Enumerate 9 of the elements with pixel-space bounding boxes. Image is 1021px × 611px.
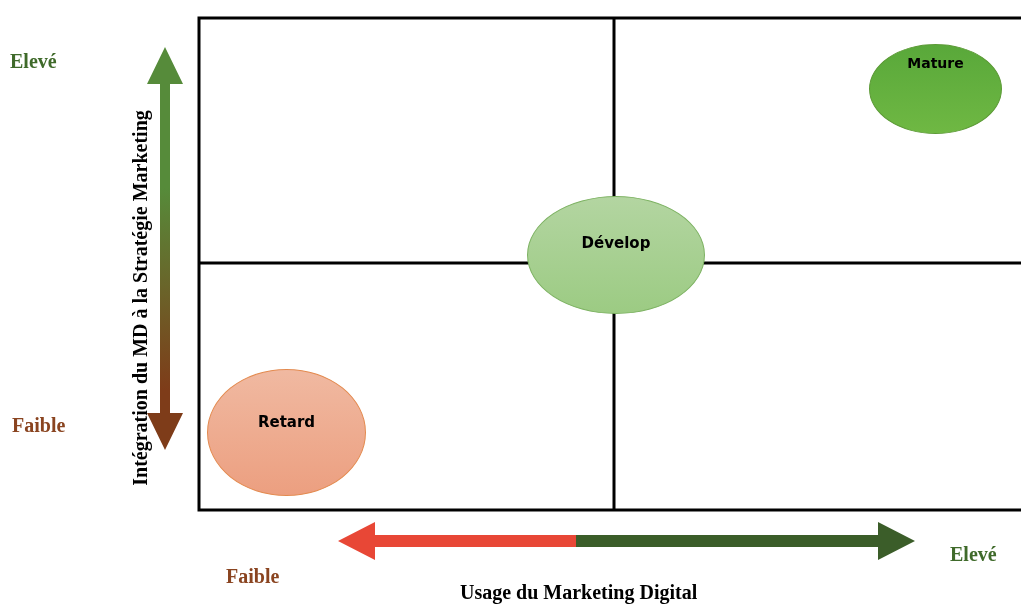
axis-end-label: Faible <box>12 414 66 437</box>
node-label: Dévelop <box>581 234 651 252</box>
node-label: Retard <box>257 413 316 431</box>
axis-title: Intégration du MD à la Stratégie Marketing <box>128 110 152 486</box>
axis-end-label: Faible <box>226 565 280 588</box>
axis-end-label: Elevé <box>950 543 997 566</box>
axis-end-label: Elevé <box>10 50 57 73</box>
node-label: Mature <box>907 55 964 71</box>
axis-title: Usage du Marketing Digital <box>460 581 698 604</box>
